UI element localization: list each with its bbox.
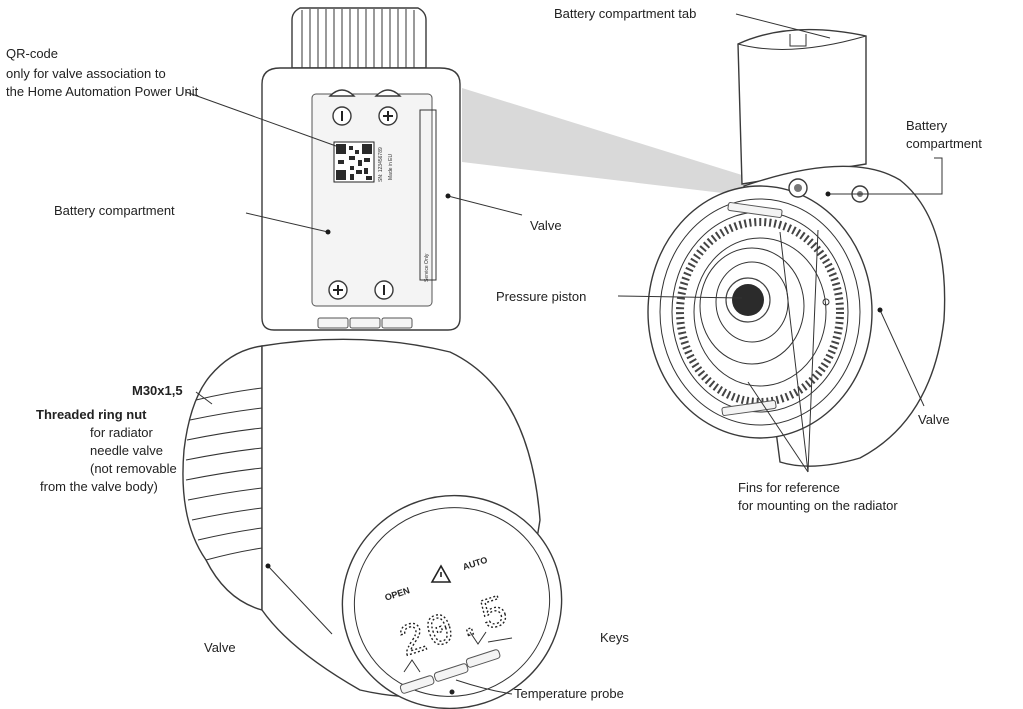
label-qr-line3: the Home Automation Power Unit	[6, 84, 199, 99]
threaded-ring-nut	[182, 345, 263, 611]
leader-lines	[185, 13, 943, 695]
warning-triangle-icon	[430, 564, 452, 583]
key-down-button[interactable]	[465, 631, 501, 668]
label-ring-line2: for radiator	[90, 425, 153, 440]
thread-lines	[185, 387, 263, 561]
label-battery-compartment-right-2: compartment	[906, 136, 982, 151]
pressure-piston	[732, 284, 764, 316]
key-center-button[interactable]	[433, 663, 469, 682]
device-serial-text: SN: 123456789	[378, 147, 384, 182]
label-fins-line1: Fins for reference	[738, 480, 840, 495]
battery-polarity-icon	[333, 111, 393, 295]
leader-dots	[265, 191, 883, 569]
bottom-device: OPEN AUTO 20.5	[182, 338, 563, 709]
gear-ring	[676, 218, 844, 406]
fin-top	[727, 202, 783, 218]
label-pressure-piston: Pressure piston	[496, 289, 587, 304]
label-keys: Keys	[600, 630, 629, 645]
bottom-device-front-face	[341, 494, 563, 709]
label-fins-line2: for mounting on the radiator	[738, 498, 898, 513]
key-up-button[interactable]	[399, 659, 435, 694]
label-temperature-probe: Temperature probe	[514, 686, 624, 701]
temperature-probe	[449, 689, 455, 695]
right-device	[647, 28, 946, 467]
label-battery-compartment-right-1: Battery	[906, 118, 948, 133]
battery-compartment-tab	[737, 28, 867, 185]
label-valve-right: Valve	[918, 412, 950, 427]
label-qr-line2: only for valve association to	[6, 66, 166, 81]
label-ring-nut: Threaded ring nut	[36, 407, 147, 422]
knurl-lines	[301, 9, 415, 68]
device-made-in-text: Made in EU	[388, 153, 394, 180]
label-battery-tab: Battery compartment tab	[554, 6, 697, 21]
label-battery-compartment-left: Battery compartment	[54, 203, 175, 218]
label-valve-bottom: Valve	[204, 640, 236, 655]
label-thread-size: M30x1,5	[132, 383, 183, 398]
chevron-up-icon	[403, 659, 421, 673]
label-ring-line4: (not removable	[90, 461, 177, 476]
label-qr-title: QR-code	[6, 46, 59, 61]
top-device: SN: 123456789 Made in EU Service Only	[261, 7, 461, 331]
device-service-text: Service Only	[424, 253, 430, 282]
label-ring-line3: needle valve	[90, 443, 163, 458]
projection-beam	[462, 88, 758, 196]
battery-compartment-recess	[311, 93, 433, 307]
label-ring-line5: from the valve body)	[40, 479, 158, 494]
chevron-down-icon	[469, 631, 487, 645]
label-valve-top: Valve	[530, 218, 562, 233]
qr-code	[333, 141, 375, 183]
